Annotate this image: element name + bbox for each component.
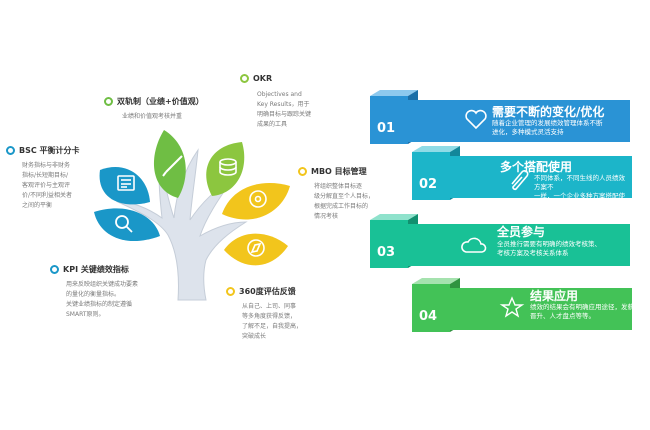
step-1-top bbox=[370, 90, 418, 96]
node-dot bbox=[226, 287, 235, 296]
step-2-number: 02 bbox=[419, 177, 438, 192]
step-2-top bbox=[412, 146, 460, 152]
node-dual: 双轨制（业绩+价值观） bbox=[104, 96, 204, 107]
leaf-feedback bbox=[224, 233, 288, 266]
step-3-title: 全员参与 bbox=[497, 225, 546, 239]
node-dot bbox=[50, 265, 59, 274]
step-1-title: 需要不断的变化/优化 bbox=[492, 105, 605, 119]
step-4-band bbox=[450, 288, 632, 330]
node-title: KPI 关键绩效指标 bbox=[63, 265, 129, 274]
cloud-icon bbox=[461, 237, 487, 253]
database-icon bbox=[219, 158, 237, 176]
node-dot bbox=[298, 167, 307, 176]
star-icon bbox=[499, 296, 525, 318]
node-desc: 财务指标与非财务 指标/长短期目标/ 客观评价与主观评 价/不同利益相关者 之间… bbox=[22, 162, 73, 209]
step-3-band bbox=[408, 224, 630, 266]
step-3-top bbox=[370, 214, 418, 220]
step-4-desc: 绩效的结果会有明确应用途径，发薪、晋升、人才盘点等等。 bbox=[530, 303, 641, 320]
node-dot bbox=[240, 74, 249, 83]
step-2-title: 多个搭配使用 bbox=[500, 160, 573, 174]
step-1-desc: 随着企业管理的发展绩效管理体系不断进化，多种模式灵活支持 bbox=[492, 119, 603, 136]
step-4-top bbox=[412, 278, 460, 284]
node-mbo: MBO 目标管理 bbox=[298, 166, 367, 177]
node-dot bbox=[104, 97, 113, 106]
step-1-number: 01 bbox=[377, 121, 396, 136]
node-title: OKR bbox=[253, 74, 273, 83]
node-okr: OKR bbox=[240, 74, 272, 83]
leaf-okr bbox=[206, 142, 245, 196]
step-1-cube bbox=[370, 96, 408, 144]
pencil-icon bbox=[162, 155, 183, 177]
step-3-desc: 全员推行需要有明确的绩效考核策、考核方案及考核关系体系 bbox=[497, 240, 601, 257]
node-desc: 从自己、上司、同事 等多角度获得反馈， 了解不足，自我提高， 突破成长 bbox=[242, 303, 303, 340]
step-1-band bbox=[408, 100, 630, 142]
newspaper-icon bbox=[117, 175, 135, 191]
paperclip-icon bbox=[511, 170, 529, 191]
step-3-cube bbox=[370, 220, 408, 268]
node-kpi: KPI 关键绩效指标 bbox=[50, 264, 129, 275]
node-desc: Objectives and Key Results，用于 明确目标与跟踪关键 … bbox=[257, 91, 312, 128]
node-dot bbox=[6, 146, 15, 155]
node-title: BSC 平衡计分卡 bbox=[19, 146, 80, 155]
step-2-desc: 不同体系，不同生线的人员绩效方案不一样，一个企业多种方案搭配使用 bbox=[534, 174, 625, 209]
node-bsc: BSC 平衡计分卡 bbox=[6, 145, 80, 156]
step-4-title: 结果应用 bbox=[530, 289, 579, 303]
node-title: MBO 目标管理 bbox=[311, 167, 367, 176]
leaf-dual bbox=[153, 130, 186, 198]
leaf-bsc bbox=[99, 166, 150, 205]
disc-icon bbox=[249, 190, 267, 208]
step-2-cube bbox=[412, 152, 450, 200]
heart-icon bbox=[465, 109, 487, 130]
node-feedback: 360度评估反馈 bbox=[226, 286, 296, 297]
step-4-number: 04 bbox=[419, 309, 438, 324]
step-4-cube bbox=[412, 284, 450, 332]
node-desc: 将组织整体目标逐 级分解直至个人目标， 根据完成工作目标的 情况考核 bbox=[314, 183, 375, 220]
compass-icon bbox=[247, 239, 265, 257]
node-desc: 业绩和价值观考核并重 bbox=[122, 113, 183, 120]
node-desc: 用来反映组织关键成功要素 的量化的衡量指标。 关键业绩指标的制定遵循 SMART… bbox=[66, 281, 139, 318]
step-2-band bbox=[450, 156, 632, 198]
magnifier-icon bbox=[115, 215, 133, 233]
node-title: 双轨制（业绩+价值观） bbox=[117, 97, 204, 106]
step-3-number: 03 bbox=[377, 245, 396, 260]
node-title: 360度评估反馈 bbox=[239, 287, 296, 296]
